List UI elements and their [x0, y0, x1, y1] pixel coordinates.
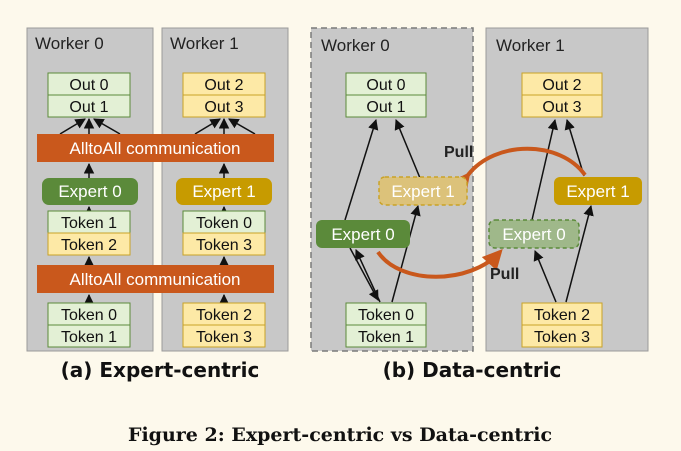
dc-w0-intoken1: Token 1 [358, 329, 414, 346]
ec-alltoall-bottom-bar [37, 265, 274, 293]
dc-w0-intoken1-box [345, 324, 427, 348]
dc-worker0-title: Worker 0 [321, 36, 390, 55]
ec-w1-out3-box [182, 94, 266, 118]
ec-w0-out0: Out 0 [69, 77, 108, 94]
expert-centric-panel: Worker 0 Worker 1 Out 0 Out 1 Out 2 Out … [26, 27, 289, 382]
dc-w1-expert1-box [554, 177, 642, 205]
dc-w0-out1-box [345, 94, 427, 118]
ec-w0-out1: Out 1 [69, 99, 108, 116]
dc-w0-out0: Out 0 [366, 77, 405, 94]
dc-w1-arrows [531, 118, 594, 303]
figure-caption: Figure 2: Expert-centric vs Data-centric [128, 424, 552, 446]
ec-alltoall-top-bar [37, 134, 274, 162]
ec-w0-midtoken1: Token 1 [61, 215, 117, 232]
ec-w0-intoken1: Token 1 [61, 329, 117, 346]
ec-alltoall-bottom-label: AlltoAll communication [69, 270, 240, 289]
ec-comm-to-token-arrows [83, 255, 230, 267]
dc-w0-arrows [344, 118, 421, 303]
ec-w0-intoken0: Token 0 [61, 307, 117, 324]
ec-w0-midtoken2-box [47, 232, 131, 256]
dc-w0-expert0-box [316, 220, 410, 248]
data-centric-panel: Worker 0 Worker 1 Out 0 Out 1 Out 2 Out … [310, 27, 649, 382]
dc-w1-intoken2: Token 2 [534, 307, 590, 324]
dc-subtitle: (b) Data-centric [383, 358, 562, 382]
dc-w1-out2: Out 2 [542, 77, 581, 94]
dc-w0-intoken0: Token 0 [358, 307, 414, 324]
ec-w1-out3: Out 3 [204, 99, 243, 116]
dc-w1-out3-box [521, 94, 603, 118]
ec-w0-intoken1-box [47, 324, 131, 348]
ec-input-up-arrows [83, 293, 230, 305]
dc-w0-expert1-pulled-label: Expert 1 [391, 182, 454, 201]
ec-expert0-label: Expert 0 [58, 182, 121, 201]
ec-expert1-label: Expert 1 [192, 182, 255, 201]
ec-expert0-box [42, 178, 138, 205]
ec-token-to-expert-arrows [83, 205, 230, 217]
dc-worker1-title: Worker 1 [496, 36, 565, 55]
ec-top-arrows [59, 117, 256, 135]
dc-pull-bottom-arrow [376, 249, 503, 279]
dc-w0-expert0-label: Expert 0 [331, 225, 394, 244]
ec-w0-midtoken2: Token 2 [61, 237, 117, 254]
dc-w0-out1: Out 1 [366, 99, 405, 116]
ec-alltoall-top-label: AlltoAll communication [69, 139, 240, 158]
ec-w1-midtoken3-box [182, 232, 266, 256]
ec-worker0-title: Worker 0 [35, 34, 104, 53]
dc-w1-expert0-pulled-box [488, 219, 580, 249]
ec-worker1-title: Worker 1 [170, 34, 239, 53]
dc-pull-top-arrow [450, 146, 587, 194]
dc-pull-top-label: Pull [444, 144, 473, 161]
ec-w1-intoken2: Token 2 [196, 307, 252, 324]
ec-expert1-box [176, 178, 272, 205]
ec-w1-out2: Out 2 [204, 77, 243, 94]
ec-subtitle: (a) Expert-centric [61, 358, 260, 382]
dc-w1-intoken3: Token 3 [534, 329, 590, 346]
ec-w1-intoken3: Token 3 [196, 329, 252, 346]
dc-w1-intoken3-box [521, 324, 603, 348]
ec-expert-up-arrows [83, 162, 230, 178]
dc-w0-expert1-pulled-box [378, 176, 468, 206]
ec-w0-out1-box [47, 94, 131, 118]
dc-w1-out3: Out 3 [542, 99, 581, 116]
ec-w1-intoken3-box [182, 324, 266, 348]
dc-w1-expert0-pulled-label: Expert 0 [502, 225, 565, 244]
ec-w1-midtoken3: Token 3 [196, 237, 252, 254]
ec-w1-midtoken0: Token 0 [196, 215, 252, 232]
dc-pull-bottom-label: Pull [490, 266, 519, 283]
dc-w1-expert1-label: Expert 1 [566, 182, 629, 201]
